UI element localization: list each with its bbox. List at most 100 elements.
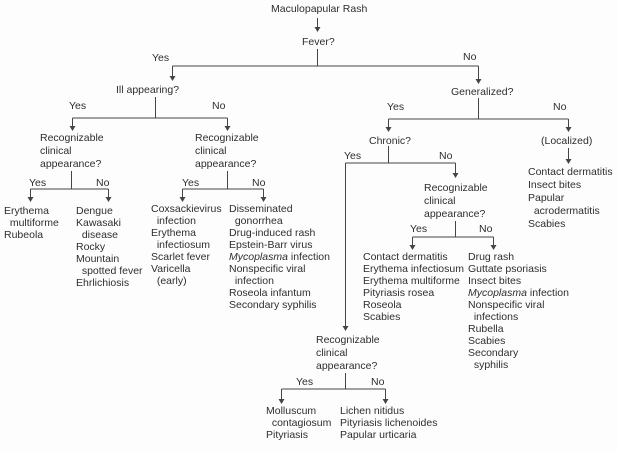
outcome-list-generalized-notchronic-unrecognizable: Drug rash Guttate psoriasis Insect bites… xyxy=(468,251,569,371)
list-line: Varicella xyxy=(151,263,191,275)
branch-yes-recognizable-4: Yes xyxy=(296,376,314,388)
list-line-text: infection xyxy=(287,251,330,263)
outcome-list-febrile-notill-recognizable: Coxsackievirus infection Erythema infect… xyxy=(151,203,222,287)
connector-recognizable-3-split xyxy=(409,221,497,250)
list-line: Molluscum xyxy=(266,405,317,417)
branch-no-recognizable-2: No xyxy=(252,177,266,189)
outcome-list-febrile-notill-unrecognizable: Disseminated gonorrhea Drug-induced rash… xyxy=(229,203,330,311)
list-line: Papular urticaria xyxy=(340,429,417,441)
list-line: Guttate psoriasis xyxy=(468,263,547,275)
list-line: Drug rash xyxy=(468,251,515,263)
decision-recognizable-1: Recognizable clinical appearance? xyxy=(40,132,104,170)
decision-fever: Fever? xyxy=(302,36,335,48)
connector-fever-split xyxy=(169,49,482,84)
decision-generalized: Generalized? xyxy=(451,86,514,98)
list-line: Pityriasis xyxy=(266,429,309,441)
decision-recognizable-2: Recognizable clinical appearance? xyxy=(195,132,259,170)
list-line: Nonspecific viral xyxy=(468,299,545,311)
list-line: Mycoplasma infection xyxy=(468,287,569,299)
outcome-list-febrile-ill-unrecognizable: Dengue Kawasaki disease Rocky Mountain s… xyxy=(76,205,143,289)
branch-no-chronic: No xyxy=(439,150,453,162)
list-line: Scarlet fever xyxy=(151,251,210,263)
list-line: Roseola infantum xyxy=(229,287,311,299)
list-line: syphilis xyxy=(468,359,509,371)
outcome-list-febrile-ill-recognizable: Erythema multiforme Rubeola xyxy=(4,205,59,241)
branch-yes-recognizable-1: Yes xyxy=(29,177,47,189)
list-line: infectiosum xyxy=(151,239,210,251)
list-line: Rubella xyxy=(468,323,504,335)
connector-chronic-split xyxy=(342,146,459,331)
list-line: Contact dermatitis xyxy=(363,251,448,263)
connector-ill-appearing-split xyxy=(69,97,231,131)
outcome-list-localized: Contact dermatitis Insect bites Papular … xyxy=(528,166,613,231)
list-line: Drug-induced rash xyxy=(229,227,316,239)
list-line: Secondary syphilis xyxy=(229,299,317,311)
list-line: Dengue xyxy=(76,205,113,217)
branch-no-generalized: No xyxy=(553,101,567,113)
decision-ill-appearing: Ill appearing? xyxy=(116,84,180,96)
list-line: Roseola xyxy=(363,299,402,311)
branch-yes-chronic: Yes xyxy=(344,150,362,162)
branch-no-recognizable-1: No xyxy=(96,177,110,189)
list-line: Scabies xyxy=(363,311,401,323)
list-line: Epstein-Barr virus xyxy=(229,239,313,251)
list-line: infections xyxy=(468,311,519,323)
branch-no-recognizable-3: No xyxy=(479,223,493,235)
italic-term: Mycoplasma xyxy=(468,287,527,299)
connector-recognizable-4-split xyxy=(278,373,389,404)
list-line: Mountain xyxy=(76,253,120,265)
outcome-list-chronic-unrecognizable: Lichen nitidus Pityriasis lichenoides Pa… xyxy=(340,405,437,441)
list-line: (early) xyxy=(151,275,187,287)
list-line-text: infection xyxy=(526,287,569,299)
branch-yes-recognizable-3: Yes xyxy=(410,223,428,235)
list-line: Rocky xyxy=(76,241,106,253)
list-line: infection xyxy=(229,275,274,287)
connector-recognizable-2-split xyxy=(179,171,267,202)
branch-yes-generalized: Yes xyxy=(387,101,405,113)
list-line: spotted fever xyxy=(76,265,143,277)
list-line: infection xyxy=(151,215,196,227)
node-localized: (Localized) xyxy=(541,135,593,147)
branch-no-recognizable-4: No xyxy=(371,376,385,388)
list-line: disease xyxy=(76,229,119,241)
list-line: Erythema xyxy=(151,227,196,239)
list-line: Coxsackievirus xyxy=(151,203,222,215)
decision-chronic: Chronic? xyxy=(369,135,412,147)
decision-recognizable-4: Recognizable clinical appearance? xyxy=(316,334,380,372)
list-line: Pityriasis rosea xyxy=(363,287,435,299)
outcome-list-generalized-notchronic-recognizable: Contact dermatitis Erythema infectiosum … xyxy=(363,251,464,323)
node-root: Maculopapular Rash xyxy=(271,3,368,15)
branch-yes-ill: Yes xyxy=(69,100,87,112)
outcome-list-chronic-recognizable: Molluscum contagiosum Pityriasis xyxy=(266,405,331,441)
connector-generalized-split xyxy=(385,98,572,132)
branch-yes-recognizable-2: Yes xyxy=(182,177,200,189)
decision-recognizable-3: Recognizable clinical appearance? xyxy=(424,182,488,220)
branch-no-fever: No xyxy=(463,51,477,63)
list-line: Papular xyxy=(528,192,565,204)
list-line: Insect bites xyxy=(528,179,582,191)
branch-no-ill: No xyxy=(212,100,226,112)
connector-recognizable-1-split xyxy=(27,171,112,202)
list-line: Ehrlichiosis xyxy=(76,277,130,289)
list-line: Lichen nitidus xyxy=(340,405,405,417)
list-line: acrodermatitis xyxy=(528,205,600,217)
list-line: Erythema multiforme xyxy=(363,275,460,287)
list-line: multiforme xyxy=(4,217,59,229)
list-line: Disseminated xyxy=(229,203,293,215)
list-line: Insect bites xyxy=(468,275,522,287)
list-line: contagiosum xyxy=(266,417,332,429)
list-line: Nonspecific viral xyxy=(229,263,306,275)
list-line: Erythema xyxy=(4,205,49,217)
list-line: Kawasaki xyxy=(76,217,121,229)
list-line: Erythema infectiosum xyxy=(363,263,464,275)
list-line: Scabies xyxy=(468,335,506,347)
connector-localized-arrow xyxy=(565,148,572,164)
branch-yes-fever: Yes xyxy=(152,52,170,64)
list-line: Secondary xyxy=(468,347,519,359)
list-line: Contact dermatitis xyxy=(528,166,613,178)
list-line: Scabies xyxy=(528,218,566,230)
list-line: Rubeola xyxy=(4,229,44,241)
list-line: gonorrhea xyxy=(229,215,283,227)
